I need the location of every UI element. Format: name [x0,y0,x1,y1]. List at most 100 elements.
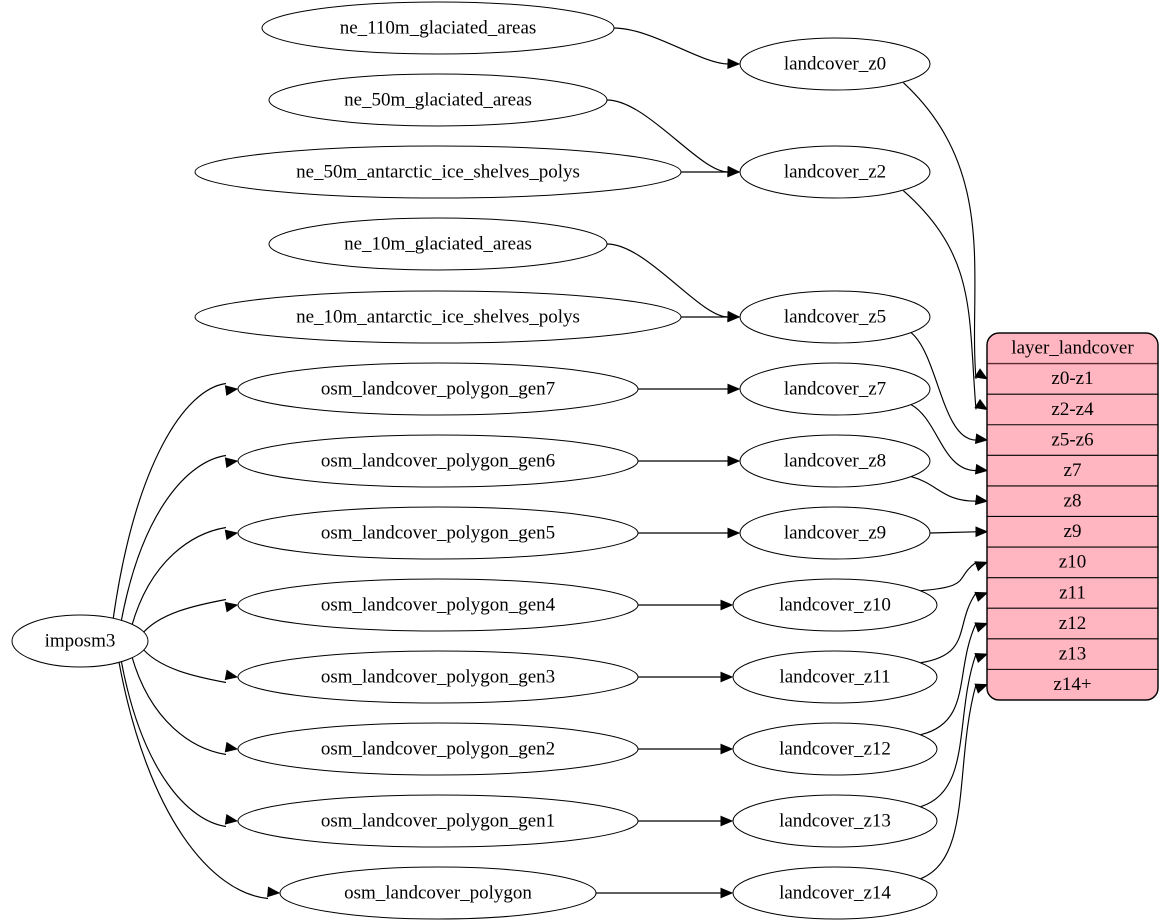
edge-landcover_z9-to-row-z9-arrow-icon [975,526,989,538]
node-imposm3[interactable]: imposm3 [11,614,149,668]
node-landcover_z10[interactable]: landcover_z10 [732,578,938,632]
edge-landcover_z11-to-row-z11-arrow-icon [974,591,989,602]
node-osm_landcover_polygon_gen5-shape [237,506,639,560]
node-osm_landcover_polygon_gen5-label: osm_landcover_polygon_gen5 [321,522,555,543]
edge-imposm3-to-osm_landcover_polygon_gen3 [140,646,227,684]
node-landcover_z13[interactable]: landcover_z13 [732,794,938,848]
node-osm_landcover_polygon[interactable]: osm_landcover_polygon [279,866,597,920]
node-landcover_z0[interactable]: landcover_z0 [739,37,931,91]
table-cell-label: z12 [1059,613,1086,634]
node-osm_landcover_polygon_gen7-shape [237,362,639,416]
node-osm_landcover_polygon_gen4-label: osm_landcover_polygon_gen4 [321,594,556,615]
node-landcover_z12-label: landcover_z12 [779,738,891,759]
node-osm_landcover_polygon_gen2[interactable]: osm_landcover_polygon_gen2 [237,722,639,776]
node-landcover_z10-shape [732,578,938,632]
node-ne_50m_antarctic_ice_shelves_polys[interactable]: ne_50m_antarctic_ice_shelves_polys [194,145,682,199]
edge-imposm3-to-osm_landcover_polygon_gen5-arrow-icon [224,529,239,541]
edge-ne_50m_glaciated_areas-to-landcover_z2 [606,99,729,173]
edge-imposm3-to-osm_landcover_polygon_gen6-arrow-icon [224,457,239,468]
node-osm_landcover_polygon_gen3[interactable]: osm_landcover_polygon_gen3 [237,650,639,704]
edge-imposm3-to-osm_landcover_polygon_gen4 [140,598,227,636]
node-ne_10m_glaciated_areas[interactable]: ne_10m_glaciated_areas [268,217,608,271]
node-osm_landcover_polygon_gen6[interactable]: osm_landcover_polygon_gen6 [237,434,639,488]
node-osm_landcover_polygon_gen4[interactable]: osm_landcover_polygon_gen4 [237,578,639,632]
table-row[interactable]: z11 [987,578,1158,609]
node-landcover_z2[interactable]: landcover_z2 [739,145,931,199]
edge-landcover_z0-to-row-z0-z1 [903,82,977,379]
edge-landcover_z14-to-row-z14+ [920,684,977,880]
edge-imposm3-to-osm_landcover_polygon_gen3-arrow-icon [224,669,239,681]
table-row[interactable]: z10 [987,547,1158,578]
edge-imposm3-to-osm_landcover_polygon-arrow-icon [267,886,281,898]
node-osm_landcover_polygon_gen2-label: osm_landcover_polygon_gen2 [321,738,555,759]
edge-osm_landcover_polygon_gen6-to-landcover_z8-arrow-icon [727,455,741,467]
node-osm_landcover_polygon-label: osm_landcover_polygon [344,882,532,903]
node-landcover_z8-shape [739,434,931,488]
edge-imposm3-to-osm_landcover_polygon [118,660,269,900]
node-landcover_z5[interactable]: landcover_z5 [739,290,931,344]
edge-landcover_z10-to-row-z10 [920,561,977,592]
edge-imposm3-to-osm_landcover_polygon_gen6 [120,454,227,622]
node-osm_landcover_polygon_gen7[interactable]: osm_landcover_polygon_gen7 [237,362,639,416]
node-osm_landcover_polygon_gen1[interactable]: osm_landcover_polygon_gen1 [237,794,639,848]
edge-imposm3-to-osm_landcover_polygon_gen7-arrow-icon [224,385,239,396]
table-cell-label: z9 [1064,521,1082,542]
node-landcover_z14[interactable]: landcover_z14 [732,866,938,920]
table-cell-label: z7 [1064,460,1082,481]
node-landcover_z14-shape [732,866,938,920]
table-cell-label: z0-z1 [1051,368,1093,389]
edge-landcover_z7-to-row-z7 [910,404,977,472]
node-ne_10m_antarctic_ice_shelves_polys[interactable]: ne_10m_antarctic_ice_shelves_polys [194,290,682,344]
node-landcover_z9-label: landcover_z9 [784,522,886,543]
edge-ne_110m_glaciated_areas-to-landcover_z0-arrow-icon [727,58,741,69]
node-ne_10m_antarctic_ice_shelves_polys-label: ne_10m_antarctic_ice_shelves_polys [296,306,580,327]
table-row[interactable]: z8 [987,486,1158,517]
layer-landcover-table-outline [986,332,1159,701]
node-osm_landcover_polygon_gen4-shape [237,578,639,632]
node-landcover_z7[interactable]: landcover_z7 [739,362,931,416]
edge-osm_landcover_polygon_gen4-to-landcover_z10-arrow-icon [720,599,734,611]
node-osm_landcover_polygon_gen1-shape [237,794,639,848]
table-row[interactable]: z9 [987,516,1158,547]
table-row[interactable]: z0-z1 [987,364,1158,395]
node-landcover_z11-shape [732,650,938,704]
edge-landcover_z12-to-row-z12 [920,623,977,736]
table-row[interactable]: z13 [987,639,1158,670]
node-osm_landcover_polygon_gen6-label: osm_landcover_polygon_gen6 [321,450,555,471]
node-osm_landcover_polygon_gen5[interactable]: osm_landcover_polygon_gen5 [237,506,639,560]
table-row[interactable]: z5-z6 [987,425,1158,456]
node-ne_50m_glaciated_areas-label: ne_50m_glaciated_areas [344,89,532,110]
node-ne_110m_glaciated_areas[interactable]: ne_110m_glaciated_areas [261,1,615,55]
edge-imposm3-to-osm_landcover_polygon_gen2-arrow-icon [224,741,239,753]
node-landcover_z8[interactable]: landcover_z8 [739,434,931,488]
edge-imposm3-to-osm_landcover_polygon_gen1-arrow-icon [224,814,239,825]
table-row[interactable]: z12 [987,608,1158,639]
table-row[interactable]: z2-z4 [987,394,1158,425]
node-landcover_z12[interactable]: landcover_z12 [732,722,938,776]
node-landcover_z5-label: landcover_z5 [784,306,886,327]
node-landcover_z12-shape [732,722,938,776]
node-ne_110m_glaciated_areas-shape [261,1,615,55]
edge-landcover_z10-to-row-z10-arrow-icon [974,561,989,572]
node-landcover_z11-label: landcover_z11 [779,666,890,687]
table-row[interactable]: z14+ [987,669,1158,700]
table-cell-label: z13 [1059,643,1086,664]
node-osm_landcover_polygon_gen1-label: osm_landcover_polygon_gen1 [321,810,555,831]
table-row[interactable]: z7 [987,455,1158,486]
edge-landcover_z5-to-row-z5-z6-arrow-icon [974,433,989,444]
node-landcover_z0-shape [739,37,931,91]
node-ne_110m_glaciated_areas-label: ne_110m_glaciated_areas [340,17,537,38]
node-landcover_z11[interactable]: landcover_z11 [732,650,938,704]
edge-imposm3-to-osm_landcover_polygon_gen5 [130,526,227,627]
node-landcover_z13-shape [732,794,938,848]
edge-landcover_z12-to-row-z12-arrow-icon [974,622,989,633]
node-landcover_z9[interactable]: landcover_z9 [739,506,931,560]
node-landcover_z8-label: landcover_z8 [784,450,886,471]
node-landcover_z14-label: landcover_z14 [779,882,891,903]
edge-imposm3-to-osm_landcover_polygon_gen7 [112,382,227,620]
edge-osm_landcover_polygon_gen5-to-landcover_z9-arrow-icon [727,527,741,539]
table-cell-label: z14+ [1053,674,1091,695]
node-ne_50m_glaciated_areas[interactable]: ne_50m_glaciated_areas [268,73,608,127]
edge-landcover_z11-to-row-z11 [920,592,977,664]
node-landcover_z7-shape [739,362,931,416]
